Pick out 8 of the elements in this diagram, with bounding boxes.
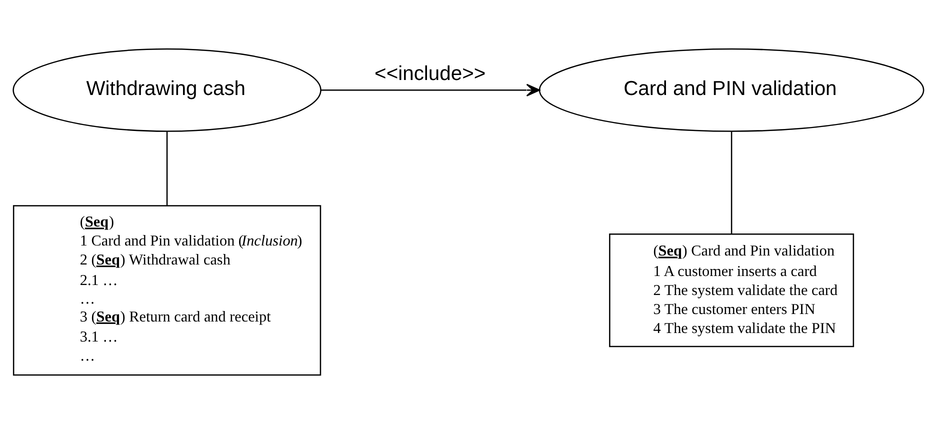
node-box: (Seq) Card and Pin validation 1 A customer inserts a card 2 The system validate the card 3 The customer enters PIN 4 The system validate the PIN bbox=[609, 234, 854, 348]
edge-label: <<include>> bbox=[374, 62, 486, 85]
arrow bbox=[320, 84, 540, 96]
node-box: (Seq) 1 Card and Pin validation (Inclusion) 2 (Seq) Withdrawal cash 2.1 … … 3 (Seq) Return card and receipt 3.1 … … bbox=[12, 205, 322, 376]
node-ellipse: Withdrawing cash bbox=[12, 48, 322, 132]
connector bbox=[166, 131, 168, 206]
connector bbox=[730, 131, 732, 234]
node-ellipse: Card and PIN validation bbox=[538, 48, 924, 132]
